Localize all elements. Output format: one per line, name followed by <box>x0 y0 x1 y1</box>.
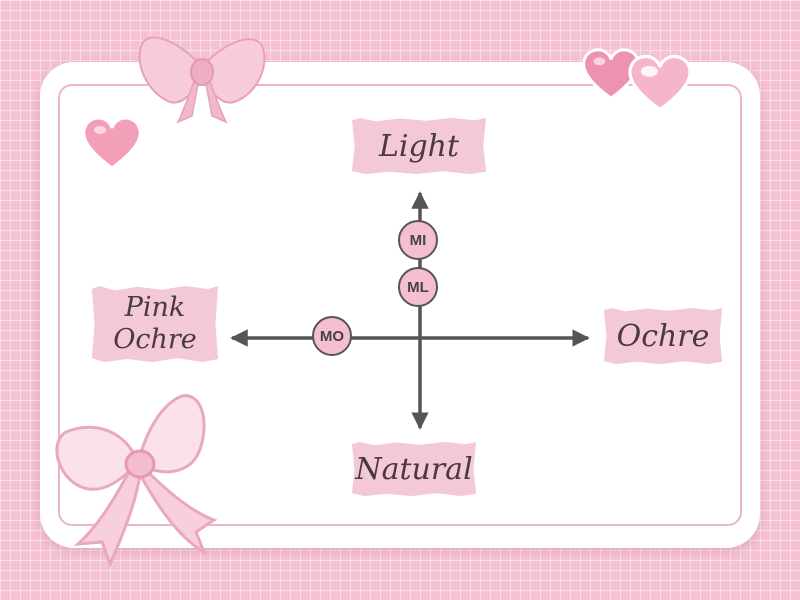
bow-icon <box>55 394 218 569</box>
node-mi: MI <box>398 220 438 260</box>
bow-icon <box>138 36 266 124</box>
node-ml: ML <box>398 267 438 307</box>
axis-label-pink-ochre-line2: Ochre <box>113 324 197 355</box>
axis-label-ochre: Ochre <box>604 308 722 364</box>
axis-label-pink-ochre: Pink Ochre <box>92 286 218 362</box>
axis-label-light: Light <box>352 118 486 174</box>
node-mo: MO <box>312 316 352 356</box>
axis-label-natural: Natural <box>352 442 476 496</box>
heart-icon <box>82 116 142 170</box>
card-border <box>58 84 742 526</box>
axis-label-pink-ochre-line1: Pink <box>124 292 186 323</box>
heart-icon <box>628 54 692 112</box>
